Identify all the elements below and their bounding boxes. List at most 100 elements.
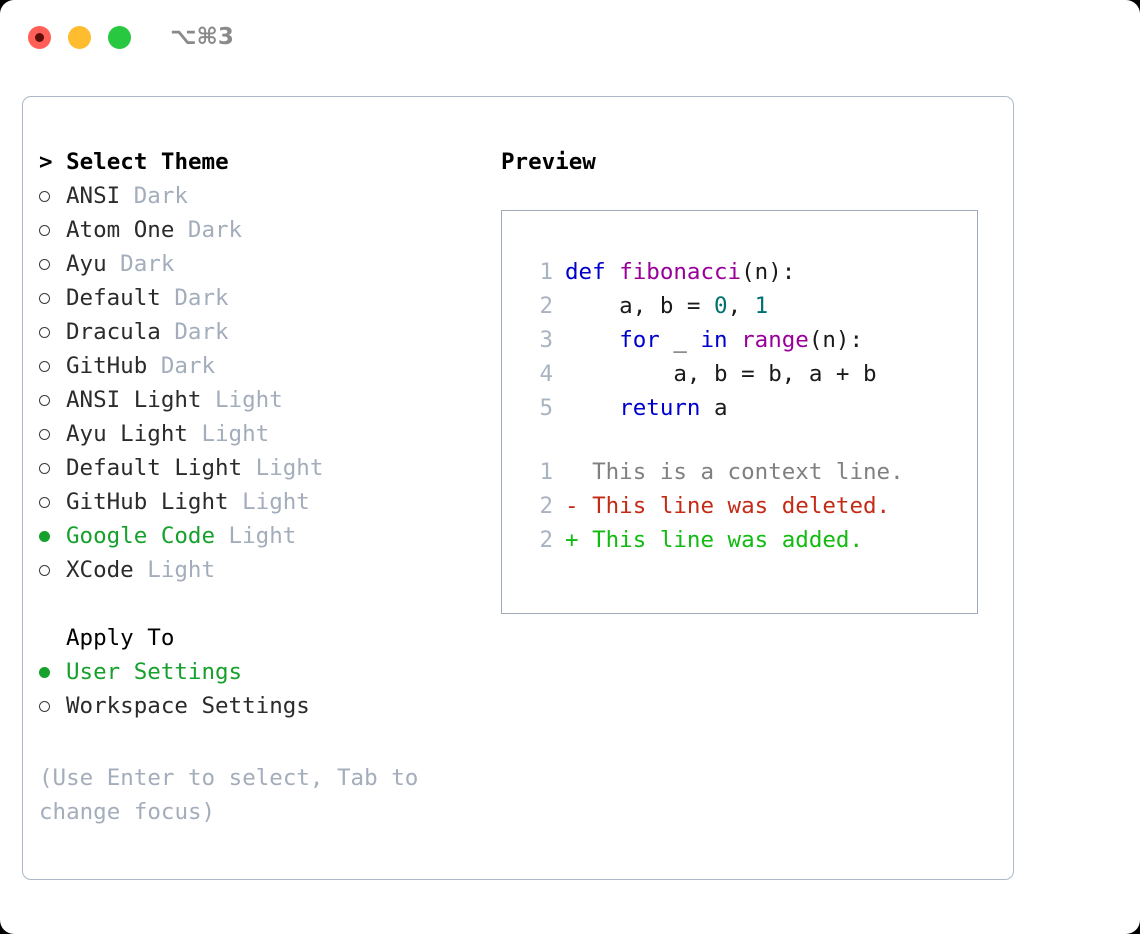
line-number: 4: [539, 361, 553, 387]
radio-indicator: [39, 179, 66, 213]
token-plain: a: [700, 395, 728, 421]
code-text: def fibonacci(n):: [565, 255, 795, 289]
token-plain: [565, 327, 619, 353]
radio-filled-icon: [39, 531, 50, 542]
code-text: a, b = 0, 1: [565, 289, 768, 323]
diff-line-ctx: 1 This is a context line.: [502, 455, 977, 489]
token-num: 0: [714, 293, 728, 319]
theme-option-label: Atom One: [66, 217, 175, 243]
radio-indicator: [39, 655, 66, 689]
code-line: 4 a, b = b, a + b: [502, 357, 977, 391]
radio-empty-icon: [39, 429, 50, 440]
radio-empty-icon: [39, 463, 50, 474]
apply-to-option-workspace-settings[interactable]: Workspace Settings: [39, 689, 509, 723]
line-number: 1: [539, 259, 553, 285]
token-plain: [728, 327, 742, 353]
theme-option-github[interactable]: GitHub Dark: [39, 349, 509, 383]
theme-option-ayu[interactable]: Ayu Dark: [39, 247, 509, 281]
theme-option-default-light[interactable]: Default Light Light: [39, 451, 509, 485]
code-text: for _ in range(n):: [565, 323, 863, 357]
theme-option-ansi-light[interactable]: ANSI Light Light: [39, 383, 509, 417]
apply-to-header: Apply To: [66, 625, 175, 651]
select-theme-header: > Select Theme: [39, 149, 229, 175]
radio-indicator: [39, 553, 66, 587]
traffic-lights: [28, 26, 131, 49]
theme-option-ayu-light[interactable]: Ayu Light Light: [39, 417, 509, 451]
line-number: 2: [539, 293, 553, 319]
code-line: 5 return a: [502, 391, 977, 425]
token-plain: [565, 395, 619, 421]
diff-line-del: 2- This line was deleted.: [502, 489, 977, 523]
radio-indicator: [39, 383, 66, 417]
code-line: 2 a, b = 0, 1: [502, 289, 977, 323]
theme-variant-tag: Dark: [160, 319, 229, 345]
keyboard-hint: (Use Enter to select, Tab to change focu…: [39, 765, 419, 825]
theme-option-label: Default: [66, 285, 161, 311]
maximize-button[interactable]: [108, 26, 131, 49]
theme-option-label: Ayu Light: [66, 421, 188, 447]
theme-option-github-light[interactable]: GitHub Light Light: [39, 485, 509, 519]
token-plain: ,: [727, 293, 755, 319]
apply-to-option-user-settings[interactable]: User Settings: [39, 655, 509, 689]
theme-option-dracula[interactable]: Dracula Dark: [39, 315, 509, 349]
diff-text: This is a context line.: [565, 459, 904, 485]
theme-option-xcode[interactable]: XCode Light: [39, 553, 509, 587]
radio-indicator: [39, 519, 66, 553]
theme-variant-tag: Dark: [120, 183, 188, 209]
title-bar: ⌥⌘3: [0, 0, 1140, 80]
radio-empty-icon: [39, 293, 50, 304]
apply-to-option-label: Workspace Settings: [66, 693, 310, 719]
radio-indicator: [39, 689, 66, 723]
theme-option-atom-one[interactable]: Atom One Dark: [39, 213, 509, 247]
radio-empty-icon: [39, 327, 50, 338]
preview-spacer: [502, 425, 977, 455]
theme-variant-tag: Dark: [160, 285, 229, 311]
radio-indicator: [39, 213, 66, 247]
radio-filled-icon: [39, 667, 50, 678]
close-button[interactable]: [28, 26, 51, 49]
radio-empty-icon: [39, 701, 50, 712]
diff-line-add: 2+ This line was added.: [502, 523, 977, 557]
code-line: 3 for _ in range(n):: [502, 323, 977, 357]
theme-variant-tag: Dark: [106, 251, 175, 277]
diff-text: - This line was deleted.: [565, 493, 891, 519]
theme-variant-tag: Light: [133, 557, 216, 583]
keyboard-shortcut-label: ⌥⌘3: [170, 24, 234, 50]
apply-to-option-label: User Settings: [66, 659, 243, 685]
radio-indicator: [39, 451, 66, 485]
theme-variant-tag: Light: [242, 455, 324, 481]
radio-empty-icon: [39, 259, 50, 270]
token-kw: def: [565, 259, 620, 285]
theme-option-label: GitHub: [66, 353, 148, 379]
theme-option-label: Google Code: [66, 523, 216, 549]
token-kw: in: [700, 327, 728, 353]
token-kw: for: [619, 327, 660, 353]
theme-variant-tag: Light: [215, 523, 297, 549]
radio-indicator: [39, 315, 66, 349]
radio-indicator: [39, 417, 66, 451]
diff-text: + This line was added.: [565, 527, 864, 553]
line-number: 1: [539, 459, 553, 485]
theme-option-ansi[interactable]: ANSI Dark: [39, 179, 509, 213]
theme-option-google-code[interactable]: Google Code Light: [39, 519, 509, 553]
radio-empty-icon: [39, 191, 50, 202]
token-kw: return: [619, 395, 701, 421]
theme-option-label: XCode: [66, 557, 134, 583]
radio-indicator: [39, 247, 66, 281]
minimize-button[interactable]: [68, 26, 91, 49]
token-plain: (n):: [741, 259, 796, 285]
radio-indicator: [39, 485, 66, 519]
theme-variant-tag: Dark: [147, 353, 216, 379]
code-line: 1 def fibonacci(n):: [502, 255, 977, 289]
token-fn: fibonacci: [619, 259, 742, 285]
code-text: a, b = b, a + b: [565, 357, 876, 391]
radio-empty-icon: [39, 361, 50, 372]
theme-option-default[interactable]: Default Dark: [39, 281, 509, 315]
line-number: 5: [539, 395, 553, 421]
